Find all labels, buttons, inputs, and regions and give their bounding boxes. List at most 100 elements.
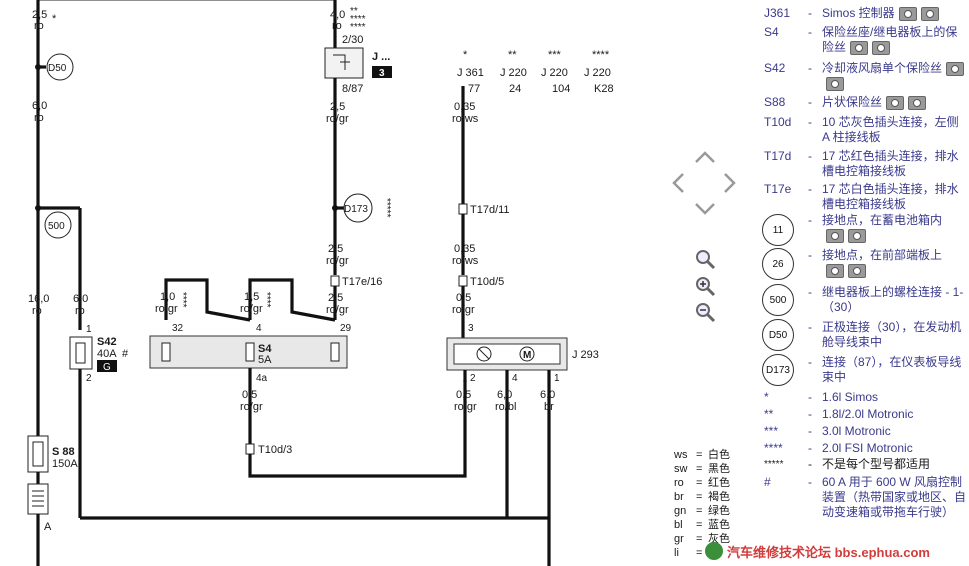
svg-text:M: M	[523, 350, 531, 361]
note-desc: 1.6l Simos	[822, 390, 879, 404]
relay-label: J ...	[372, 51, 390, 63]
camera-icon[interactable]	[898, 6, 917, 21]
wire-color: ro/bl	[495, 401, 516, 413]
camera-icon[interactable]	[848, 228, 866, 243]
color-key-row: gn=绿色	[674, 505, 730, 517]
wire-color: ro/gr	[155, 303, 178, 315]
camera-icon[interactable]	[826, 263, 844, 278]
watermark: 汽车维修技术论坛 bbs.ephua.com	[705, 540, 967, 562]
wire-color: ro/gr	[240, 401, 263, 413]
wire-color: br	[544, 401, 554, 413]
camera-icon[interactable]	[850, 40, 869, 55]
camera-icon[interactable]	[826, 228, 844, 243]
wire-size: 1,5	[244, 291, 259, 303]
j293-pin4: 4	[512, 373, 518, 384]
s42-pin1: 1	[86, 324, 92, 335]
note-mark: *****	[764, 459, 784, 470]
note-mark: *	[764, 390, 769, 404]
magnifier-icon[interactable]	[694, 248, 716, 270]
mark-4: ****	[592, 49, 610, 61]
zoom-in-icon[interactable]	[694, 275, 716, 297]
camera-icon[interactable]	[826, 76, 844, 91]
wire-color-key: ws=白色 sw=黑色 ro=红色 br=褐色 gn=绿色 bl=蓝色 gr=灰…	[674, 448, 754, 560]
watermark-text: 汽车维修技术论坛 bbs.ephua.com	[727, 544, 930, 560]
wire-color: ro	[75, 305, 85, 317]
color-key-row: sw=黑色	[674, 463, 730, 475]
wire-size: 0,5	[456, 389, 471, 401]
s42-label: S42	[97, 336, 117, 348]
zoom-out-icon[interactable]	[694, 301, 716, 323]
mark-3: ***	[548, 49, 562, 61]
nav-up-icon[interactable]	[694, 150, 716, 164]
wire-color: ro	[34, 20, 44, 32]
s88-rating: 150A	[52, 458, 78, 470]
legend-desc: 冷却液风扇单个保险丝	[822, 61, 943, 75]
wire-color: ro	[332, 20, 342, 32]
legend-desc: 继电器板上的螺栓连接 - 1-（30）	[822, 285, 964, 314]
relay-pin-top: 2/30	[342, 34, 363, 46]
note-desc: 2.0l FSI Motronic	[822, 441, 913, 455]
nav-down-icon[interactable]	[694, 202, 716, 216]
s42-tag: G	[103, 362, 111, 373]
note-mark: **	[764, 407, 774, 421]
wire-color: ro/gr	[454, 401, 477, 413]
s4-rating: 5A	[258, 354, 272, 366]
camera-icon[interactable]	[886, 95, 905, 110]
wiring-diagram: 2,5 ro * D50 6,0 ro 500 16,0 ro 6,0 ro 1…	[27, 0, 614, 566]
j220-pin: 104	[552, 83, 570, 95]
ground-symbol: 11	[762, 214, 794, 246]
legend-desc: 片状保险丝	[822, 95, 883, 109]
nav-right-icon[interactable]	[723, 172, 737, 194]
s4-pin4: 4	[256, 323, 262, 334]
camera-icon[interactable]	[848, 263, 866, 278]
camera-icon[interactable]	[908, 95, 927, 110]
wire-mark: **	[350, 6, 358, 17]
j293-pin3: 3	[468, 323, 474, 334]
j361-pin: 77	[468, 83, 480, 95]
t17e-label: T17e/16	[342, 276, 382, 288]
camera-icon[interactable]	[872, 40, 891, 55]
wire-size: 0,5	[456, 292, 471, 304]
wire-color: ro	[32, 305, 42, 317]
color-key-row: br=褐色	[674, 491, 730, 503]
legend-code: J361	[764, 6, 791, 20]
wire-color: ro/gr	[240, 303, 263, 315]
note-desc: 不是每个型号都适用	[822, 457, 931, 471]
legend-code: T10d	[764, 115, 792, 129]
wire-size: 0,35	[454, 101, 475, 113]
wire-color: ro/gr	[326, 113, 349, 125]
wire-size: 2,5	[32, 9, 47, 21]
legend-desc: Simos 控制器	[822, 6, 895, 20]
legend-code: S88	[764, 95, 786, 109]
j361-label: J 361	[457, 67, 484, 79]
connection-symbol: 500	[762, 284, 794, 316]
s4-pin4a: 4a	[256, 373, 268, 384]
color-key-row: ro=红色	[674, 477, 730, 489]
wire-size: 6,0	[73, 293, 88, 305]
nav-left-icon[interactable]	[671, 172, 685, 194]
legend-desc: 接地点，在蓄电池箱内	[822, 213, 943, 227]
note-desc: 3.0l Motronic	[822, 424, 891, 438]
camera-icon[interactable]	[946, 61, 965, 76]
legend-desc: 连接（87），在仪表板导线束中	[822, 355, 962, 384]
legend-code: S4	[764, 25, 779, 39]
color-key-row: bl=蓝色	[674, 519, 730, 531]
mark-1: *	[463, 49, 468, 61]
note-mark: ****	[764, 441, 783, 455]
note-mark: ***	[764, 424, 779, 438]
wire-mark: ****	[350, 22, 366, 33]
note-desc: 1.8l/2.0l Motronic	[822, 407, 914, 421]
legend-desc: 17 芯红色插头连接，排水槽电控箱接线板	[822, 149, 959, 178]
legend-desc: 接地点，在前部端板上	[822, 248, 943, 262]
d173-mark: *****	[381, 198, 392, 218]
relay-number: 3	[379, 68, 385, 79]
component-legend: J361 - Simos 控制器 S4 - 保险丝座/继电器板上的保险丝 S42…	[762, 6, 967, 519]
j220-label: J 220	[541, 67, 568, 79]
j293-pin1: 1	[554, 373, 560, 384]
camera-icon[interactable]	[920, 6, 939, 21]
t10d3-label: T10d/3	[258, 444, 292, 456]
wire-color: ro/ws	[452, 113, 479, 125]
wire-mark: ****	[350, 14, 366, 25]
d50-label: D50	[48, 63, 67, 74]
wire-size: 2,5	[328, 292, 343, 304]
